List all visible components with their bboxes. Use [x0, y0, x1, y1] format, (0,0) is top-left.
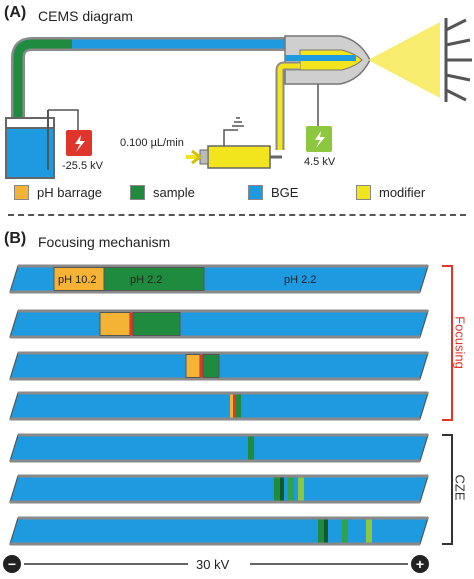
voltage-label: 30 kV [196, 557, 230, 572]
cems-diagram [5, 18, 472, 179]
panel-a-title: CEMS diagram [38, 8, 133, 24]
legend-swatch [130, 184, 145, 200]
legend-swatch [356, 184, 371, 200]
focusing-label: Focusing [452, 316, 468, 369]
panel-a-letter: (A) [4, 4, 27, 21]
spray-cone [368, 22, 440, 98]
cze-label: CZE [452, 474, 468, 501]
legend-label: modifier [379, 184, 426, 200]
panel-b-letter: (B) [4, 230, 27, 247]
focusing-bracket [442, 265, 453, 421]
panel-b-title: Focusing mechanism [38, 234, 171, 250]
capillary-sample-zone [13, 39, 72, 118]
legend-swatch [248, 184, 263, 200]
cze-bracket [442, 434, 453, 545]
legend-item-modifier: modifier [356, 183, 425, 201]
legend-label: sample [153, 184, 195, 200]
legend-label: pH barrage [37, 184, 103, 200]
vial-top [5, 117, 55, 129]
capillary-row-1 [8, 264, 430, 294]
legend-label: BGE [271, 184, 299, 200]
plus-electrode [411, 555, 429, 573]
legend-item-ph-barrage: pH barrage [14, 183, 102, 201]
row1-bge-label: pH 2.2 [284, 274, 317, 286]
legend-item-bge: BGE [248, 183, 298, 201]
voltage-right-label: 4.5 kV [304, 156, 336, 168]
capillary-row-7 [8, 516, 430, 546]
legend-item-sample: sample [130, 183, 195, 201]
panel-divider [8, 214, 466, 216]
voltage-left-label: -25.5 kV [62, 160, 103, 172]
legend-swatch [14, 184, 29, 200]
capillary-row-3 [8, 351, 430, 381]
row1-sample-label: pH 2.2 [130, 274, 163, 286]
ms-inlet [444, 18, 472, 102]
minus-sign: − [7, 556, 17, 572]
plus-sign: + [415, 556, 425, 572]
capillary-row-2 [8, 309, 430, 339]
wire-left [48, 109, 79, 130]
row1-barrage-label: pH 10.2 [58, 274, 97, 286]
modifier-line-fill [277, 63, 300, 150]
flow-rate-label: 0.100 µL/min [120, 137, 184, 149]
capillary-row-5 [8, 433, 430, 463]
capillary-row-6 [8, 474, 430, 504]
minus-electrode [3, 555, 21, 573]
capillary-row-4 [8, 391, 430, 421]
